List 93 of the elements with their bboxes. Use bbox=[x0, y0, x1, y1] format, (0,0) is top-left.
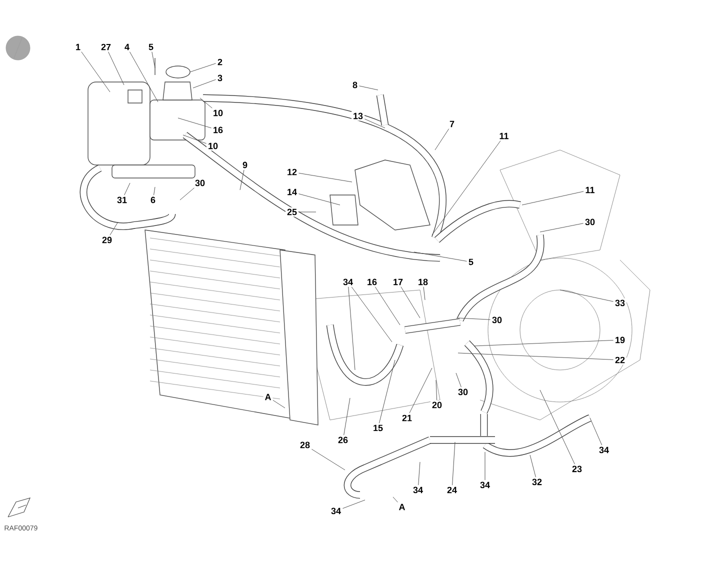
callout-number: 14 bbox=[286, 187, 298, 197]
leader-line bbox=[182, 134, 207, 144]
callout-number: 10 bbox=[212, 108, 224, 118]
leader-line bbox=[152, 52, 156, 68]
leader-line bbox=[522, 191, 584, 206]
leader-line bbox=[484, 452, 486, 480]
leader-line bbox=[344, 398, 350, 436]
callout-number: 34 bbox=[478, 480, 492, 490]
callout-number: 26 bbox=[336, 435, 350, 445]
callout-number: 4 bbox=[123, 42, 131, 52]
leader-line bbox=[434, 128, 450, 150]
callout-number: 21 bbox=[400, 413, 414, 423]
callout-number: 25 bbox=[286, 207, 298, 217]
leader-line bbox=[298, 172, 352, 182]
leader-line bbox=[342, 500, 366, 509]
callout-number: 33 bbox=[614, 298, 626, 308]
callout-number: 11 bbox=[498, 131, 510, 141]
leader-line bbox=[348, 286, 356, 370]
callout-number: 13 bbox=[352, 111, 364, 121]
leader-line bbox=[414, 252, 468, 262]
callout-number: 34 bbox=[598, 445, 610, 455]
leader-line bbox=[409, 368, 432, 414]
leader-line bbox=[400, 286, 420, 318]
leader-line bbox=[190, 63, 216, 72]
callout-number: 3 bbox=[216, 73, 224, 83]
callout-number: 32 bbox=[530, 477, 544, 487]
callout-number: 17 bbox=[392, 277, 404, 287]
callout-number: 7 bbox=[448, 119, 456, 129]
leader-line bbox=[458, 318, 491, 320]
leader-line bbox=[436, 380, 438, 400]
callout-number: 30 bbox=[194, 178, 206, 188]
leader-line bbox=[129, 52, 158, 102]
leader-line bbox=[192, 79, 216, 88]
callout-number: 30 bbox=[456, 387, 470, 397]
leader-line bbox=[456, 372, 462, 388]
leader-line bbox=[540, 223, 584, 232]
leader-line bbox=[423, 286, 426, 300]
leader-line bbox=[560, 290, 614, 302]
callout-number: 1 bbox=[74, 42, 82, 52]
callout-number: 34 bbox=[330, 506, 342, 516]
callout-number: 30 bbox=[490, 315, 504, 325]
callout-number: 31 bbox=[116, 195, 128, 205]
callout-number: 34 bbox=[412, 485, 424, 495]
leader-line bbox=[108, 52, 124, 86]
callout-number: 8 bbox=[351, 80, 359, 90]
leader-line bbox=[452, 442, 456, 486]
callout-number: 23 bbox=[570, 464, 584, 474]
callout-number: 16 bbox=[212, 125, 224, 135]
leader-line bbox=[178, 118, 212, 128]
leader-line bbox=[530, 454, 536, 478]
callout-number: 11 bbox=[584, 185, 596, 195]
leader-line bbox=[154, 186, 156, 196]
callout-number: 30 bbox=[584, 217, 596, 227]
callout-number: 9 bbox=[241, 160, 249, 170]
callout-number: 5 bbox=[467, 257, 475, 267]
callout-number: A bbox=[397, 502, 407, 512]
callout-number: 19 bbox=[614, 335, 626, 345]
leader-line bbox=[272, 400, 286, 408]
callout-number: 12 bbox=[286, 167, 298, 177]
callout-number: 22 bbox=[614, 355, 626, 365]
callout-number: 2 bbox=[216, 57, 224, 67]
callout-number: 16 bbox=[366, 277, 378, 287]
leader-line bbox=[474, 340, 614, 346]
callout-number: 10 bbox=[206, 141, 220, 151]
leader-line bbox=[358, 86, 378, 90]
leader-line bbox=[458, 352, 614, 360]
leader-line bbox=[110, 222, 118, 236]
leader-line bbox=[418, 462, 420, 486]
leader-line bbox=[298, 194, 340, 206]
leader-line bbox=[392, 496, 398, 502]
callout-number: 5 bbox=[147, 42, 155, 52]
callout-number: 15 bbox=[372, 423, 384, 433]
leader-line bbox=[124, 182, 130, 196]
callout-number: 6 bbox=[149, 195, 157, 205]
leader-line bbox=[374, 286, 400, 326]
leader-line bbox=[81, 52, 110, 92]
callout-number: 28 bbox=[298, 440, 312, 450]
callout-number: 29 bbox=[100, 235, 114, 245]
leader-line bbox=[351, 286, 392, 342]
callout-number: 24 bbox=[446, 485, 458, 495]
leader-line bbox=[200, 98, 212, 108]
leader-line bbox=[180, 188, 194, 200]
callout-number: 18 bbox=[416, 277, 430, 287]
callout-number: 34 bbox=[342, 277, 354, 287]
leader-line bbox=[540, 390, 575, 464]
leader-line bbox=[590, 418, 602, 446]
leader-line bbox=[311, 448, 346, 470]
leader-line bbox=[378, 360, 396, 424]
leader-line bbox=[432, 140, 501, 236]
leader-line bbox=[364, 118, 386, 128]
callout-number: 27 bbox=[100, 42, 112, 52]
callout-number: 20 bbox=[430, 400, 444, 410]
leader-line bbox=[240, 170, 244, 190]
